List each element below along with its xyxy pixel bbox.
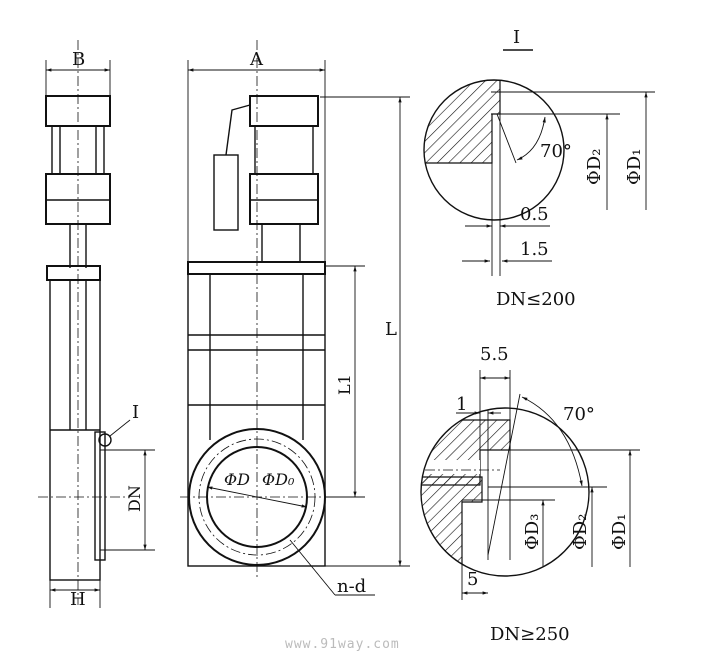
caption-small: DN≤200 <box>496 289 576 310</box>
d1-label-large: ΦD₁ <box>609 514 630 550</box>
caption-large: DN≥250 <box>490 624 570 645</box>
side-view: B I DN H <box>38 40 155 610</box>
dim-b-label: B <box>72 49 85 70</box>
detail-small: I 70° ΦD₂ ΦD₁ 0.5 1.5 DN≤200 <box>423 27 655 310</box>
angle-label-large: 70° <box>563 404 595 425</box>
dim-h-label: H <box>70 589 86 610</box>
angle-label: 70° <box>540 141 572 162</box>
dim-a-label: A <box>249 49 264 70</box>
d2-label: ΦD₂ <box>584 149 605 185</box>
detail-marker-i: I <box>132 402 139 423</box>
detail-title: I <box>513 27 520 48</box>
bolt-circle-label: ΦD₀ <box>262 470 295 489</box>
dim-l1-label: L1 <box>335 374 354 395</box>
holes-label: n-d <box>337 576 366 597</box>
dim-1: 1 <box>456 394 467 415</box>
detail-large: 5.5 1 70° ΦD₃ ΦD₂ ΦD₁ 5 DN≥250 <box>420 344 640 645</box>
dim-5: 5 <box>467 569 478 590</box>
watermark: www.91way.com <box>285 637 400 652</box>
front-view: A ΦD ΦD₀ n-d L L1 <box>180 40 410 597</box>
dim-1-5: 1.5 <box>520 239 549 260</box>
d2-label-large: ΦD₂ <box>570 514 591 550</box>
dim-l-label: L <box>385 319 397 340</box>
bore-label: ΦD <box>224 470 250 489</box>
d3-label-large: ΦD₃ <box>522 514 543 550</box>
dim-0-5: 0.5 <box>520 204 549 225</box>
d1-label: ΦD₁ <box>624 149 645 185</box>
dim-dn-label: DN <box>125 485 144 512</box>
dim-5-5: 5.5 <box>480 344 509 365</box>
